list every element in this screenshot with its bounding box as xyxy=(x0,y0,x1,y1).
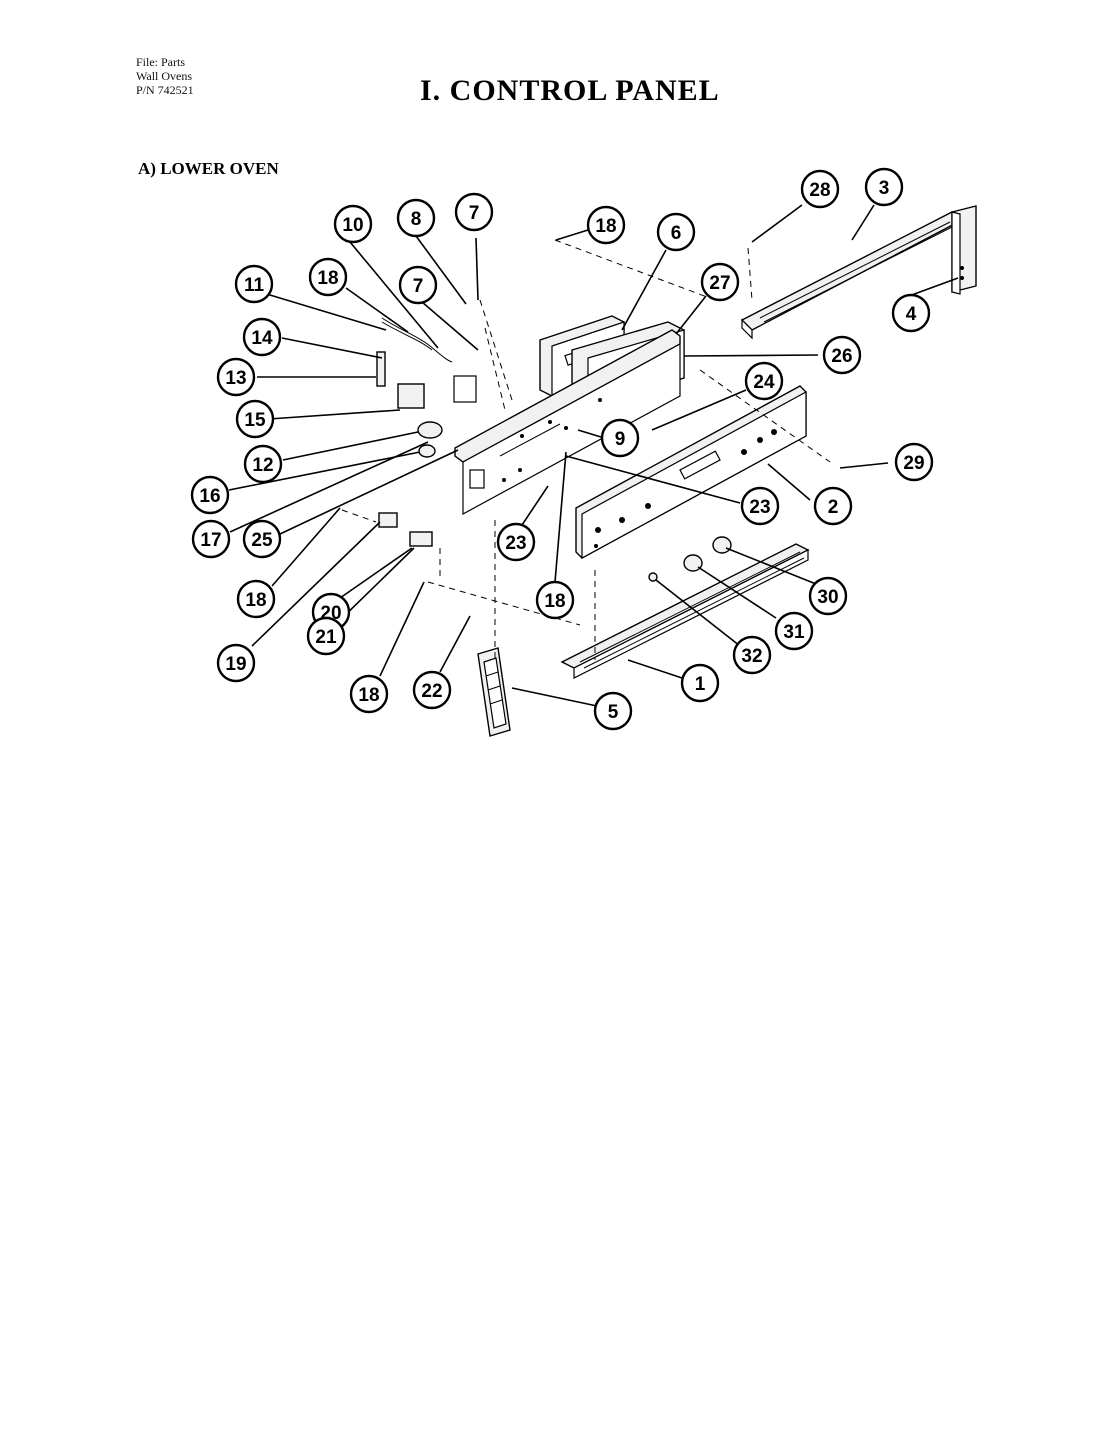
callout-18-center: 18 xyxy=(535,580,575,620)
callout-22-label: 22 xyxy=(421,681,442,702)
callout-21: 21 xyxy=(306,616,346,656)
callout-2-label: 2 xyxy=(828,497,839,518)
callout-15-label: 15 xyxy=(244,410,266,431)
relay-part xyxy=(376,351,477,409)
callout-23-right-label: 23 xyxy=(749,497,770,518)
callout-6: 6 xyxy=(656,212,696,252)
callout-30: 30 xyxy=(808,576,848,616)
callout-11-label: 11 xyxy=(244,275,265,296)
callout-3: 3 xyxy=(864,167,904,207)
callout-25: 25 xyxy=(242,519,282,559)
callout-18-lower-left-label: 18 xyxy=(245,590,266,611)
callout-1: 1 xyxy=(680,663,720,703)
callout-6-label: 6 xyxy=(671,223,682,244)
callout-18-left: 18 xyxy=(308,257,348,297)
callout-12-label: 12 xyxy=(252,455,273,476)
lower-rail-part xyxy=(560,543,810,679)
callout-25-label: 25 xyxy=(251,530,273,551)
callout-10-label: 10 xyxy=(342,215,363,236)
callout-22: 22 xyxy=(412,670,452,710)
callout-7-mid-label: 7 xyxy=(413,276,424,297)
switch-parts xyxy=(378,421,443,547)
product-line: Wall Ovens xyxy=(136,69,193,83)
callout-7-top: 7 xyxy=(454,192,494,232)
callout-12: 12 xyxy=(243,444,283,484)
vent-grille-part xyxy=(477,647,511,737)
callout-28: 28 xyxy=(800,169,840,209)
callout-2: 2 xyxy=(813,486,853,526)
callout-5-label: 5 xyxy=(608,702,619,723)
callout-14: 14 xyxy=(242,317,282,357)
callout-18-top-label: 18 xyxy=(595,216,616,237)
callout-21-label: 21 xyxy=(315,627,337,648)
callout-31: 31 xyxy=(774,611,814,651)
callout-28-label: 28 xyxy=(809,180,830,201)
front-control-panel-part xyxy=(575,385,807,560)
callout-29-label: 29 xyxy=(903,453,924,474)
callout-27-label: 27 xyxy=(709,273,730,294)
part-number-line: P/N 742521 xyxy=(136,83,194,97)
callout-18-lower-left: 18 xyxy=(236,579,276,619)
side-bracket-part xyxy=(951,205,977,295)
callout-9-label: 9 xyxy=(615,429,626,450)
callout-32: 32 xyxy=(732,635,772,675)
callout-10: 10 xyxy=(333,204,373,244)
callout-15: 15 xyxy=(235,399,275,439)
callout-31-label: 31 xyxy=(783,622,805,643)
callout-23-left: 23 xyxy=(496,522,536,562)
section-title: A) LOWER OVEN xyxy=(138,159,279,178)
callout-18-bottom: 18 xyxy=(349,674,389,714)
callout-4-label: 4 xyxy=(906,304,917,325)
callout-24: 24 xyxy=(744,361,784,401)
callout-16: 16 xyxy=(190,475,230,515)
mounting-panel-part xyxy=(454,329,681,516)
callout-17-label: 17 xyxy=(200,530,221,551)
callout-18-bottom-label: 18 xyxy=(358,685,379,706)
page-title: I. CONTROL PANEL xyxy=(420,74,720,107)
callout-16-label: 16 xyxy=(199,486,220,507)
callout-18-left-label: 18 xyxy=(317,268,338,289)
callout-3-label: 3 xyxy=(879,178,890,199)
parts-group xyxy=(341,205,977,737)
callout-19-label: 19 xyxy=(225,654,246,675)
callout-13: 13 xyxy=(216,357,256,397)
callout-7-top-label: 7 xyxy=(469,203,480,224)
callout-17: 17 xyxy=(191,519,231,559)
callout-8-label: 8 xyxy=(411,209,422,230)
callout-27: 27 xyxy=(700,262,740,302)
callout-26: 26 xyxy=(822,335,862,375)
callout-13-label: 13 xyxy=(225,368,246,389)
callout-26-label: 26 xyxy=(831,346,852,367)
callout-14-label: 14 xyxy=(251,328,273,349)
exploded-parts-diagram: 28 3 10 8 7 18 6 11 18 7 27 4 14 26 13 2… xyxy=(190,167,977,737)
callout-18-top: 18 xyxy=(586,205,626,245)
callout-8: 8 xyxy=(396,198,436,238)
callout-23-right: 23 xyxy=(740,486,780,526)
file-info: File: Parts Wall Ovens P/N 742521 xyxy=(136,55,194,97)
callout-32-label: 32 xyxy=(741,646,762,667)
callout-7-mid: 7 xyxy=(398,265,438,305)
callout-30-label: 30 xyxy=(817,587,838,608)
callout-24-label: 24 xyxy=(753,372,775,393)
callout-11: 11 xyxy=(234,264,274,304)
knob-parts xyxy=(648,536,732,582)
callout-1-label: 1 xyxy=(695,674,706,695)
callout-5: 5 xyxy=(593,691,633,731)
callout-9: 9 xyxy=(600,418,640,458)
callout-18-center-label: 18 xyxy=(544,591,565,612)
file-line: File: Parts xyxy=(136,55,186,69)
callout-29: 29 xyxy=(894,442,934,482)
callout-23-left-label: 23 xyxy=(505,533,526,554)
callout-4: 4 xyxy=(891,293,931,333)
callout-19: 19 xyxy=(216,643,256,683)
